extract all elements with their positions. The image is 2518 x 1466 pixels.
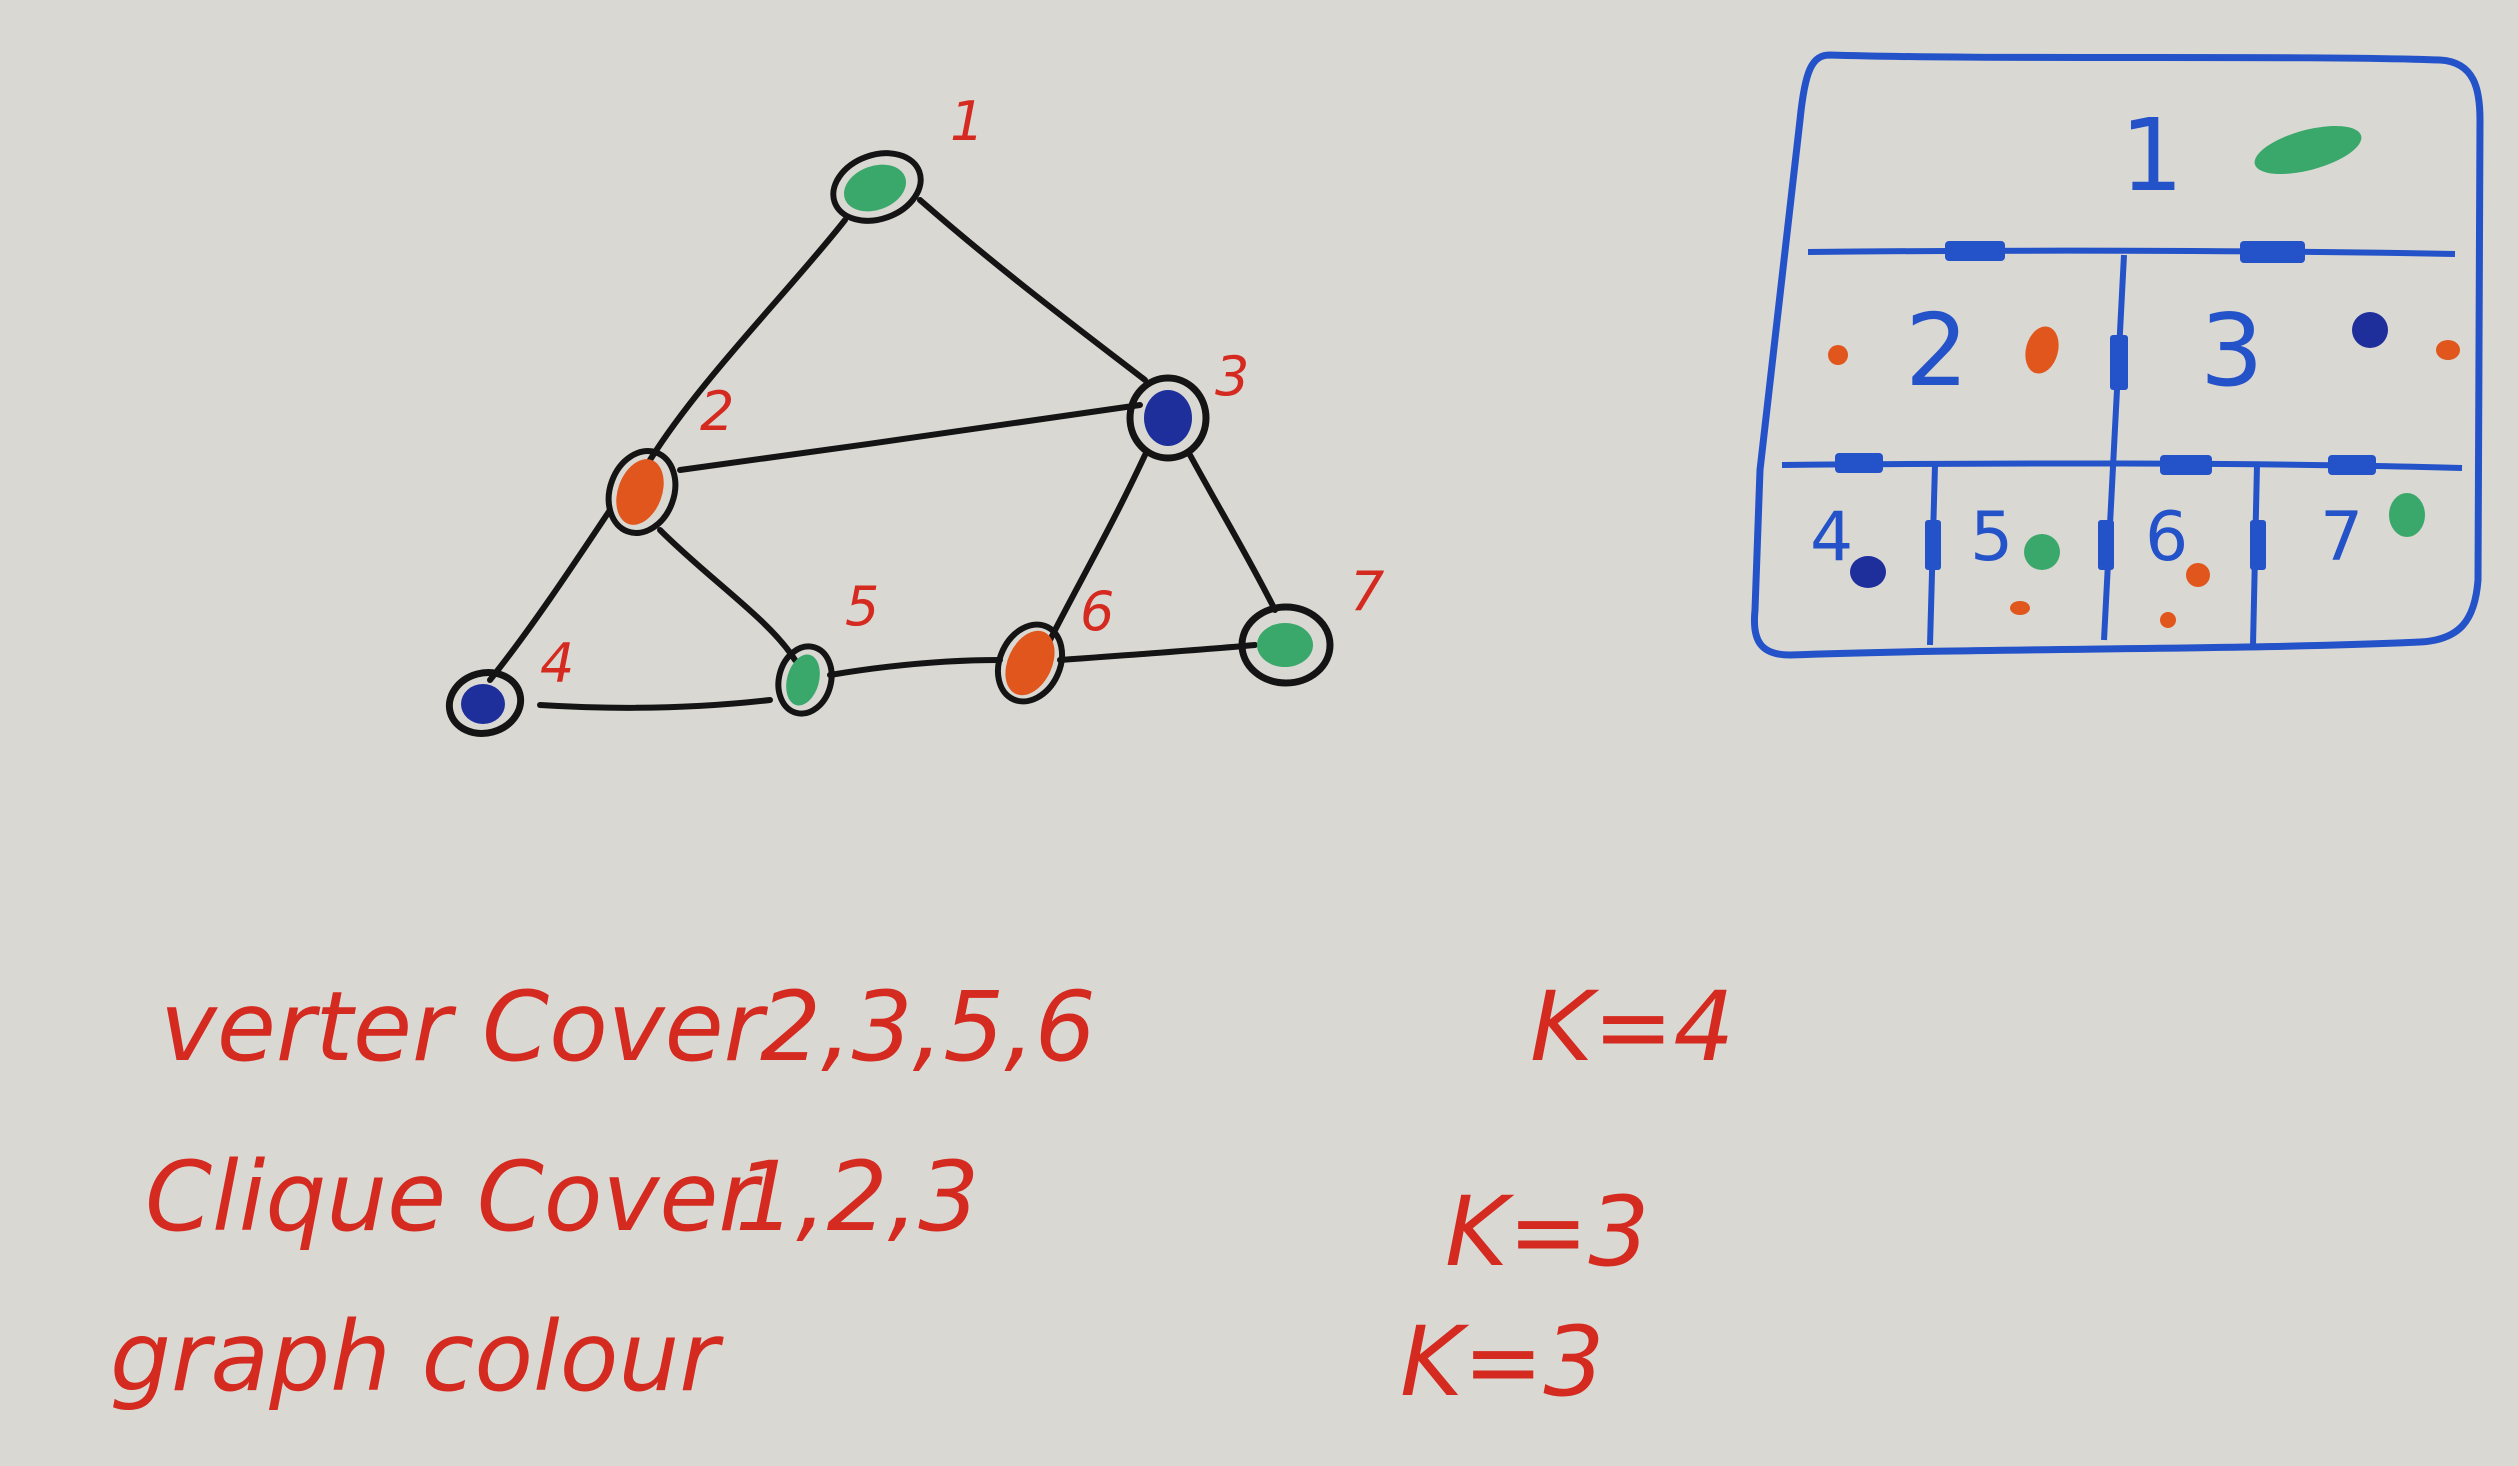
edge-3-7 <box>1187 452 1278 613</box>
graph-colour-k: K=3 <box>1400 1306 1604 1418</box>
edge-1-3 <box>917 197 1148 383</box>
graph-nodes <box>445 150 1334 737</box>
edge-2-4 <box>487 507 613 683</box>
node-2 <box>605 448 679 536</box>
edge-5-6 <box>827 657 1003 678</box>
node-label-4: 4 <box>540 632 574 695</box>
box-outline <box>1750 51 2484 659</box>
graph-edges <box>487 197 1278 711</box>
clique-cover-k: K=3 <box>1445 1176 1649 1288</box>
box-divider-top <box>1807 247 2456 257</box>
node-5 <box>775 643 835 717</box>
edge-1-2 <box>647 217 848 463</box>
edge-3-6 <box>1047 452 1148 643</box>
clique-cover-values: 1,2,3 <box>735 1141 979 1253</box>
edge-2-3 <box>677 402 1143 473</box>
node-1 <box>830 150 924 224</box>
box-cell-4: 4 <box>1810 498 1853 577</box>
vertex-cover-values: 2,3,5,6 <box>760 971 1096 1083</box>
clique-cover-label: Clique Cover <box>145 1141 763 1253</box>
vertex-cover-label: verter Cover <box>160 971 769 1083</box>
node-label-6: 6 <box>1080 580 1114 643</box>
box-color-dots <box>1828 126 2460 628</box>
node-label-3: 3 <box>1215 345 1249 408</box>
box-cell-1: 1 <box>2120 97 2184 214</box>
box-cell-5: 5 <box>1970 498 2013 577</box>
box-cell-2: 2 <box>1905 292 1969 409</box>
node-label-7: 7 <box>1350 560 1384 623</box>
node-label-5: 5 <box>845 575 879 638</box>
box-divider-v-mid <box>2101 254 2127 641</box>
edge-4-5 <box>537 697 773 711</box>
box-separators <box>1835 241 2376 570</box>
node-7 <box>1238 603 1334 687</box>
edge-2-5 <box>657 527 798 663</box>
box-cell-7: 7 <box>2320 498 2363 577</box>
edge-6-7 <box>1057 642 1258 663</box>
node-3 <box>1126 374 1210 462</box>
box-cell-3: 3 <box>2200 292 2264 409</box>
vertex-cover-k: K=4 <box>1530 971 1734 1083</box>
node-label-1: 1 <box>950 90 984 153</box>
decomposition-box: 1 2 3 4 5 6 7 <box>1750 51 2484 659</box>
node-4 <box>445 669 525 737</box>
graph-colour-label: graph colour <box>110 1301 724 1413</box>
node-label-2: 2 <box>700 380 734 443</box>
node-6 <box>994 621 1066 705</box>
box-cell-6: 6 <box>2145 498 2188 577</box>
notes: verter Cover 2,3,5,6 K=4 Clique Cover 1,… <box>110 971 1734 1418</box>
node-labels: 1 2 3 4 5 6 7 <box>540 90 1384 695</box>
